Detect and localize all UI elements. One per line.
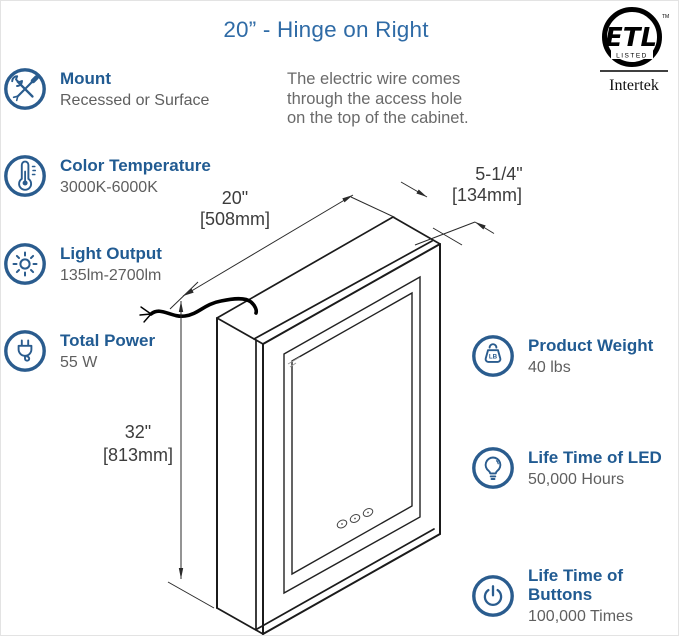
wire-note-line-3: on the top of the cabinet. — [287, 109, 469, 127]
feature-title: Total Power — [60, 330, 156, 350]
height-mm-label: [813mm] — [103, 445, 173, 465]
height-dimension: 32" [813mm] — [103, 301, 215, 609]
page-title: 20” - Hinge on Right — [223, 17, 429, 42]
feature-row-total-power: Total Power 55 W — [3, 329, 155, 373]
depth-inches-label: 5-1/4" — [475, 164, 522, 184]
depth-mm-label: [134mm] — [452, 185, 522, 205]
electric-wire — [139, 296, 259, 323]
feature-value: 50,000 Hours — [528, 470, 625, 488]
wrench-screwdriver-icon — [4, 68, 46, 110]
feature-row-led-lifetime: Life Time of LED 50,000 Hours — [471, 446, 662, 490]
mirror-frame — [283, 275, 421, 595]
power-button-icon — [472, 575, 514, 617]
wire-note-line-2: through the access hole — [287, 89, 463, 108]
feature-row-color-temperature: Color Temperature 3000K-6000K — [3, 154, 211, 198]
weight-lb-icon: LB — [472, 335, 514, 377]
feature-value: Recessed or Surface — [60, 91, 210, 109]
feature-row-button-lifetime: Life Time of Buttons 100,000 Times — [471, 566, 678, 626]
wire-note-line-1: The electric wire comes — [287, 70, 461, 88]
feature-row-product-weight: LB Product Weight 40 lbs — [471, 334, 653, 378]
feature-value: 3000K-6000K — [60, 178, 158, 196]
power-plug-icon — [4, 330, 46, 372]
feature-row-mount: Mount Recessed or Surface — [3, 67, 209, 111]
feature-value: 40 lbs — [528, 358, 571, 376]
thermometer-icon — [4, 155, 46, 197]
feature-title: Color Temperature — [60, 155, 211, 175]
feature-value: 100,000 Times — [528, 608, 633, 625]
light-bulb-icon — [472, 447, 514, 489]
etl-listed-icon: ETL LISTED TM Intertek — [600, 7, 669, 94]
etl-mark-text: ETL — [605, 23, 657, 53]
mirror-brand-mark — [287, 356, 301, 368]
height-inches-label: 32" — [125, 422, 151, 442]
wire-note: The electric wire comes through the acce… — [287, 70, 469, 129]
sun-brightness-icon — [4, 243, 46, 285]
feature-title: Life Time of Buttons — [528, 566, 624, 604]
intertek-label: Intertek — [609, 77, 659, 94]
lb-icon-label: LB — [489, 354, 498, 361]
feature-value: 55 W — [60, 353, 98, 371]
depth-dimension: 5-1/4" [134mm] — [400, 164, 523, 246]
cabinet-outline — [216, 216, 441, 635]
feature-title: Light Output — [60, 243, 162, 263]
width-dimension: 20" [508mm] — [169, 188, 396, 310]
etl-listed-text: LISTED — [616, 53, 648, 60]
etl-tm-text: TM — [662, 14, 669, 20]
width-inches-label: 20" — [222, 188, 248, 208]
feature-title: Product Weight — [528, 335, 654, 355]
etl-certification: ETL LISTED TM Intertek — [596, 6, 674, 103]
width-mm-label: [508mm] — [200, 209, 270, 229]
control-buttons — [336, 508, 374, 529]
feature-title: Mount — [60, 68, 111, 88]
feature-value: 135lm-2700lm — [60, 266, 162, 284]
feature-title: Life Time of LED — [528, 447, 662, 467]
feature-row-light-output: Light Output 135lm-2700lm — [3, 242, 162, 286]
